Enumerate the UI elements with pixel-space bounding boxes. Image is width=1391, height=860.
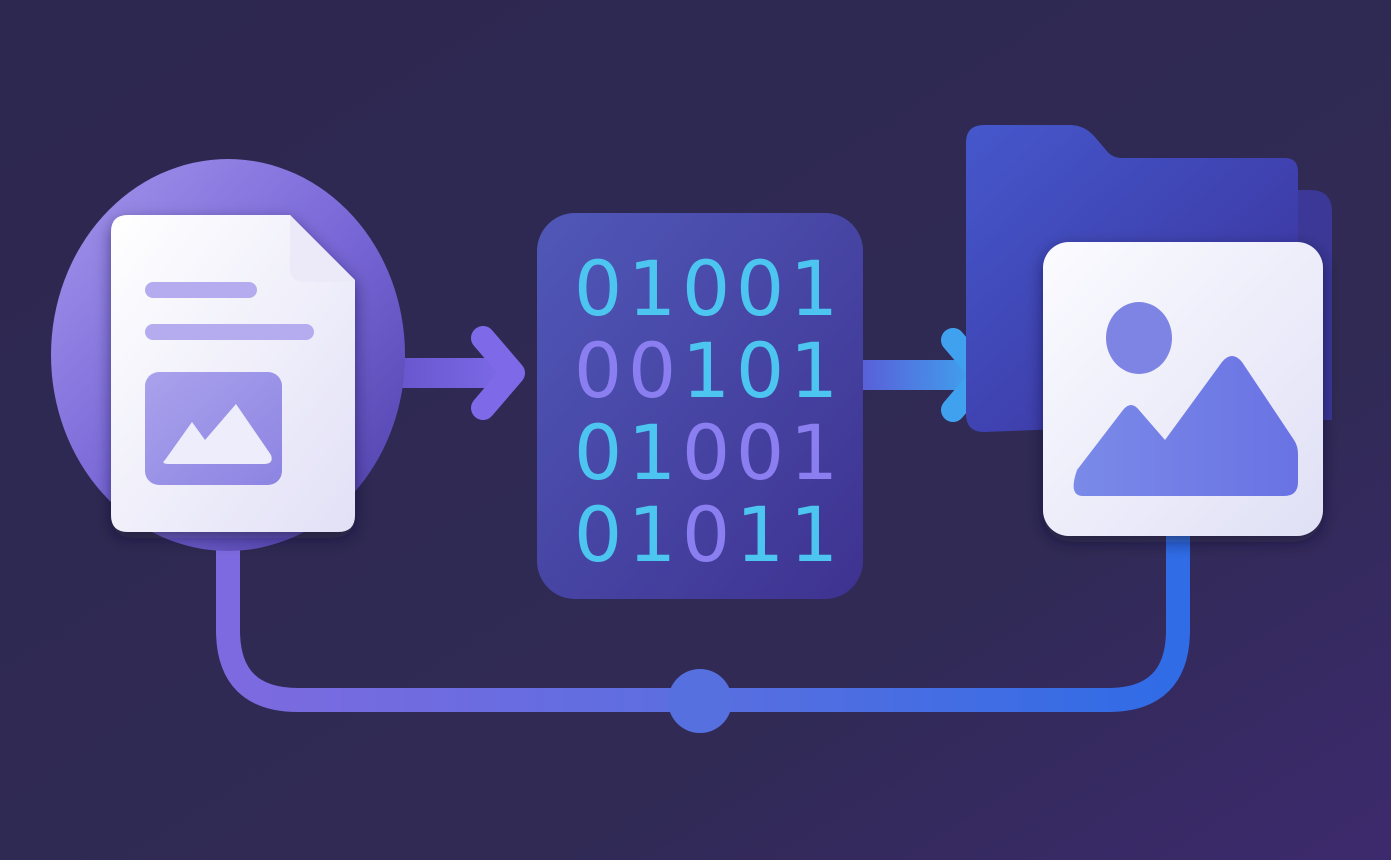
- binary-digit: 0: [628, 326, 676, 415]
- arrow-head-icon: [471, 326, 525, 420]
- binary-digit: 1: [628, 244, 676, 333]
- binary-digit: 0: [736, 408, 784, 497]
- mountain-icon: [1073, 356, 1298, 496]
- binary-digit: 0: [682, 244, 730, 333]
- connector-loop: [216, 523, 1190, 733]
- binary-digit: 1: [736, 490, 784, 579]
- binary-digit: 0: [574, 408, 622, 497]
- text-line: [145, 324, 314, 340]
- mountain-icon: [163, 404, 272, 464]
- binary-digit: 1: [682, 326, 730, 415]
- binary-digit: 1: [790, 490, 838, 579]
- image-file-icon: [1043, 242, 1323, 536]
- binary-panel: [537, 213, 863, 599]
- binary-digit: 0: [574, 244, 622, 333]
- output-image[interactable]: [966, 125, 1332, 536]
- binary-digit: 0: [682, 408, 730, 497]
- arrow-shaft: [860, 360, 978, 390]
- binary-digit: 1: [790, 244, 838, 333]
- binary-digit: 1: [628, 490, 676, 579]
- text-line: [145, 282, 257, 298]
- binary-digit: 1: [790, 408, 838, 497]
- image-thumbnail: [145, 372, 282, 485]
- binary-digit: 0: [736, 326, 784, 415]
- sun-icon: [1106, 302, 1172, 374]
- binary-digit: 1: [790, 326, 838, 415]
- binary-digit: 0: [682, 490, 730, 579]
- document-image-icon: [111, 215, 355, 532]
- arrow-document-to-binary: [395, 326, 525, 420]
- binary-digit: 0: [736, 244, 784, 333]
- binary-digit: 0: [574, 326, 622, 415]
- binary-digit: 1: [628, 408, 676, 497]
- node-dot[interactable]: [668, 669, 732, 733]
- source-document[interactable]: [51, 159, 405, 551]
- binary-digit: 0: [574, 490, 622, 579]
